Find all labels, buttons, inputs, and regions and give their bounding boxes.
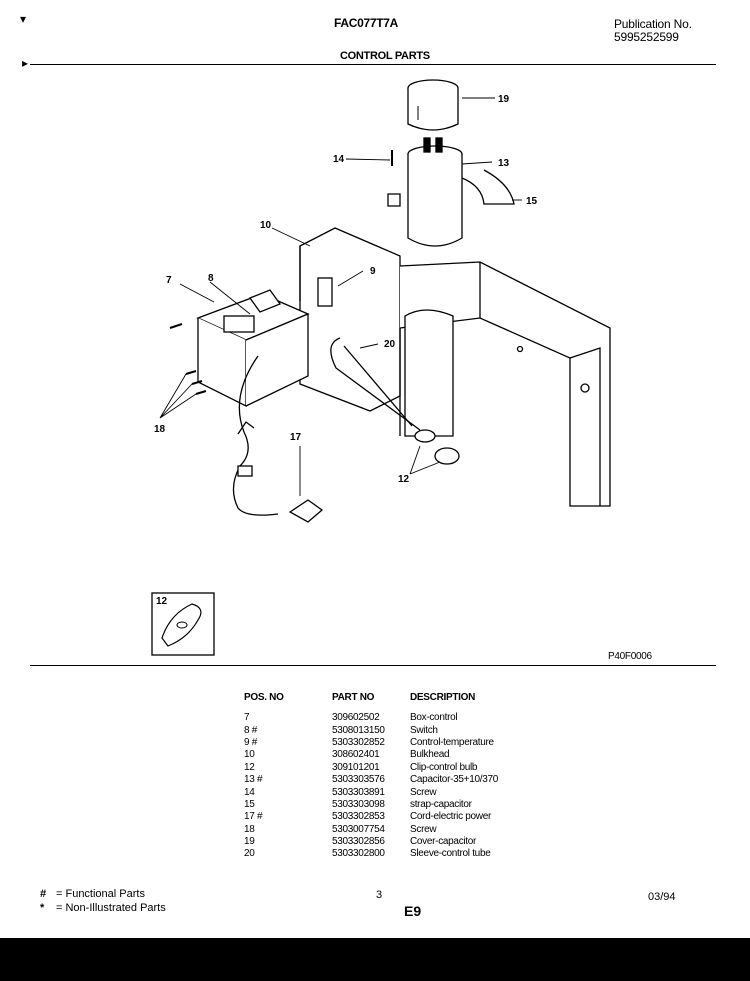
cell-part: 5303303891	[332, 786, 385, 798]
table-row: 12 309101201 Clip-control bulb	[244, 762, 540, 774]
cell-pos: 20	[244, 848, 255, 860]
legend-text: = Functional Parts	[56, 888, 145, 900]
table-row: 15 5303303098 strap-capacitor	[244, 799, 540, 811]
cell-pos: 19	[244, 836, 255, 848]
header-description: DESCRIPTION	[410, 692, 476, 703]
callout-12: 12	[398, 474, 410, 485]
cell-desc: Screw	[410, 786, 437, 798]
cell-desc: strap-capacitor	[410, 798, 472, 810]
parts-table: POS. NO PART NO DESCRIPTION 7 309602502 Bo…	[244, 692, 540, 861]
scan-edge-shadow	[0, 938, 750, 981]
legend-non-illustrated: * = Non-Illustrated Parts	[40, 901, 166, 915]
cell-part: 5303303576	[332, 774, 385, 786]
top-rule	[30, 64, 716, 65]
table-header-row: POS. NO PART NO DESCRIPTION	[244, 692, 540, 712]
table-row: 13 # 5303303576 Capacitor-35+10/370	[244, 774, 540, 786]
table-row: 17 # 5303302853 Cord-electric power	[244, 811, 540, 823]
cell-desc: Capacitor-35+10/370	[410, 774, 498, 786]
table-row: 20 5303302800 Sleeve-control tube	[244, 848, 540, 860]
cell-pos: 9 #	[244, 736, 258, 748]
table-row: 18 5303007754 Screw	[244, 824, 540, 836]
cell-pos: 18	[244, 823, 255, 835]
cell-part: 5303302800	[332, 848, 385, 860]
cell-part: 5303302852	[332, 736, 385, 748]
exploded-diagram: 19 14 13 15 10 9 7 8 20 18 17 12 12	[151, 79, 611, 656]
cell-pos: 7	[244, 712, 250, 724]
callout-17: 17	[290, 432, 302, 443]
cell-part: 5303303098	[332, 798, 385, 810]
cell-pos: 12	[244, 761, 255, 773]
callout-14: 14	[333, 154, 345, 165]
header-pos: POS. NO	[244, 692, 284, 703]
table-row: 19 5303302856 Cover-capacitor	[244, 836, 540, 848]
callout-18: 18	[154, 424, 166, 435]
cell-pos: 13 #	[244, 774, 263, 786]
table-row: 9 # 5303302852 Control-temperature	[244, 737, 540, 749]
cell-pos: 8 #	[244, 724, 258, 736]
callout-13: 13	[498, 158, 510, 169]
cell-part: 308602401	[332, 749, 380, 761]
inset-box	[151, 592, 215, 656]
publication-label: Publication No.	[614, 17, 692, 31]
cell-desc: Bulkhead	[410, 749, 450, 761]
legend-symbol: #	[40, 888, 47, 900]
page-code: E9	[404, 903, 422, 919]
table-row: 14 5303303891 Screw	[244, 786, 540, 798]
cell-pos: 17 #	[244, 811, 263, 823]
legend: # = Functional Parts * = Non-Illustrated P…	[40, 887, 166, 915]
callout-19: 19	[498, 94, 510, 105]
header-part: PART NO	[332, 692, 375, 703]
inset-label: 12	[156, 596, 168, 607]
drawing-code: P40F0006	[608, 651, 652, 662]
cell-desc: Switch	[410, 724, 438, 736]
capacitor-cover-drawing	[407, 79, 459, 131]
cell-part: 5303302856	[332, 836, 385, 848]
cell-desc: Screw	[410, 823, 437, 835]
callout-10: 10	[260, 220, 272, 231]
cell-desc: Cord-electric power	[410, 811, 491, 823]
cell-part: 309602502	[332, 712, 380, 724]
table-row: 8 # 5308013150 Switch	[244, 724, 540, 736]
callout-20: 20	[384, 339, 396, 350]
capacitor-drawing	[407, 137, 463, 247]
callout-8: 8	[208, 273, 214, 284]
section-title: CONTROL PARTS	[340, 50, 430, 62]
cell-part: 309101201	[332, 761, 380, 773]
control-box-drawing	[196, 289, 310, 408]
cell-part: 5308013150	[332, 724, 385, 736]
cell-pos: 10	[244, 749, 255, 761]
page-number: 3	[376, 889, 383, 901]
publication-block: Publication No. 5995252599	[614, 18, 692, 44]
scan-mark: ▾	[20, 12, 27, 26]
cell-part: 5303302853	[332, 811, 385, 823]
cell-desc: Sleeve-control tube	[410, 848, 491, 860]
model-number: FAC077T7A	[334, 16, 398, 30]
cell-desc: Clip-control bulb	[410, 761, 478, 773]
revision-date: 03/94	[648, 891, 676, 903]
cell-desc: Control-temperature	[410, 736, 494, 748]
cell-desc: Box-control	[410, 712, 458, 724]
callout-15: 15	[526, 196, 538, 207]
cell-pos: 14	[244, 786, 255, 798]
legend-symbol: *	[40, 902, 45, 914]
cell-desc: Cover-capacitor	[410, 836, 477, 848]
mid-rule	[30, 665, 716, 666]
callout-7: 7	[166, 275, 172, 286]
scan-mark: ▸	[22, 56, 29, 70]
cell-pos: 15	[244, 798, 255, 810]
cell-part: 5303007754	[332, 823, 385, 835]
table-row: 7 309602502 Box-control	[244, 712, 540, 724]
legend-functional: # = Functional Parts	[40, 887, 166, 901]
legend-text: = Non-Illustrated Parts	[56, 902, 166, 914]
publication-number: 5995252599	[614, 30, 679, 44]
table-row: 10 308602401 Bulkhead	[244, 749, 540, 761]
callout-9: 9	[370, 266, 376, 277]
